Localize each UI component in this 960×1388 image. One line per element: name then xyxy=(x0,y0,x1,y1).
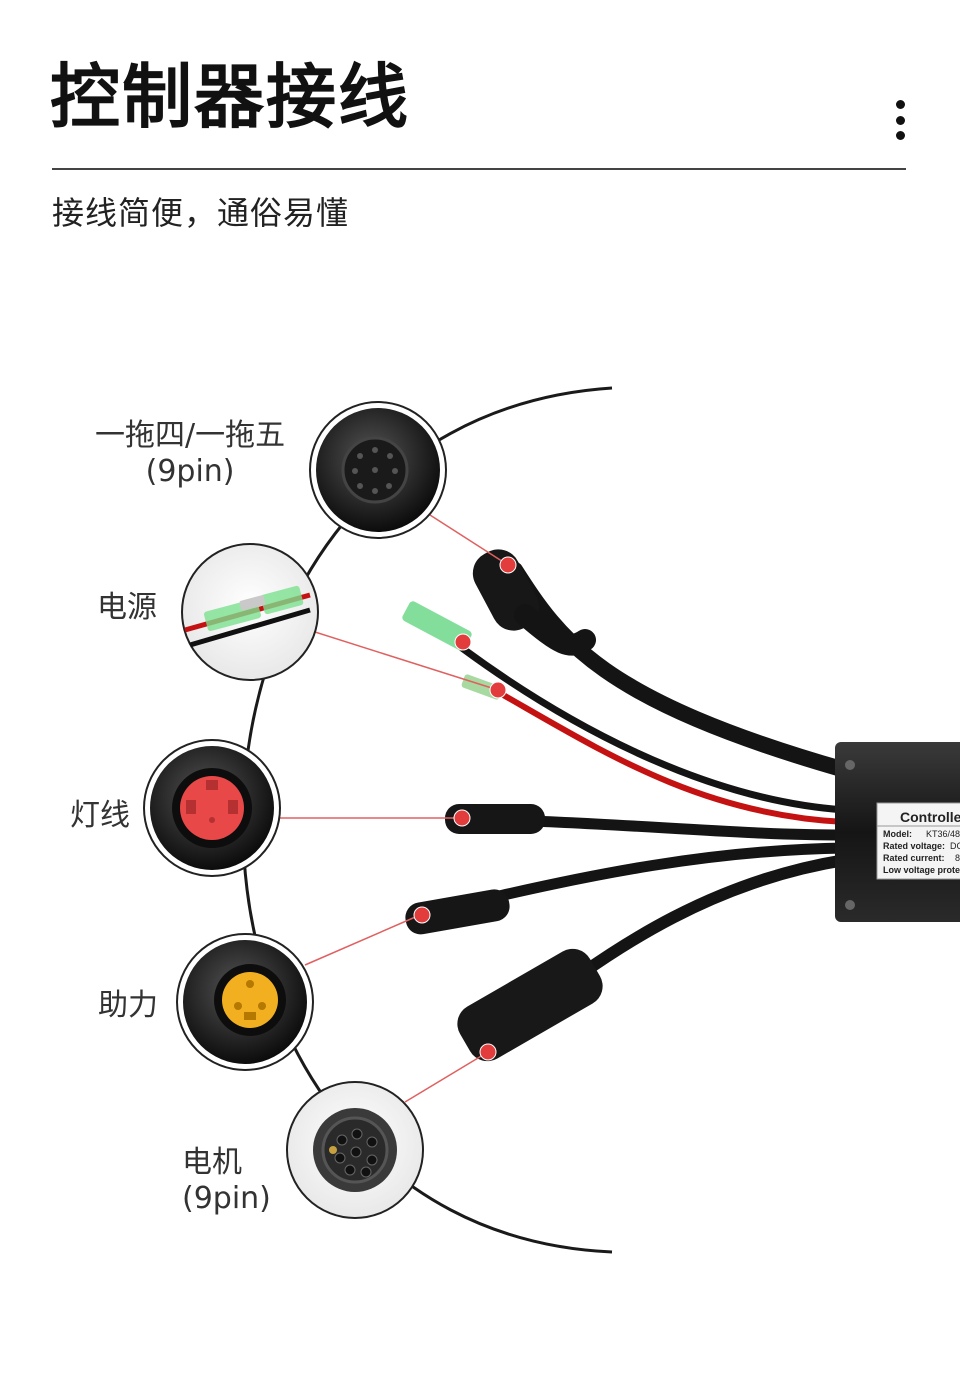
light-connector-photo xyxy=(143,739,281,877)
label-display-line2: (9pin) xyxy=(145,454,235,489)
controller-spec-model: Model: xyxy=(883,829,912,839)
pointer-dots xyxy=(413,556,517,1061)
page-subtitle: 接线简便，通俗易懂 xyxy=(52,194,350,232)
header-divider xyxy=(52,168,906,170)
controller-value-voltage: DC xyxy=(950,841,960,851)
cable-bundle xyxy=(414,562,853,1026)
pointer-lines xyxy=(280,514,509,1103)
more-options-icon[interactable] xyxy=(890,100,910,140)
motor-connector-photo xyxy=(286,1081,424,1219)
label-motor-line1: 电机 xyxy=(182,1145,242,1180)
label-assist-connector: 助力 xyxy=(98,988,158,1023)
light-plug xyxy=(445,804,545,834)
assist-plug xyxy=(405,889,510,935)
assist-connector-photo xyxy=(176,933,314,1071)
red-power-wire xyxy=(496,689,846,825)
label-motor-connector: 电机 (9pin) xyxy=(182,1145,271,1217)
controller-spec-lowvoltage: Low voltage prote xyxy=(883,865,960,875)
power-connector-photo xyxy=(181,543,319,681)
label-motor-line2: (9pin) xyxy=(182,1181,271,1216)
controller-value-current: 8 xyxy=(955,853,960,863)
controller-brand-label: Controlle xyxy=(900,809,960,825)
controller-spec-current: Rated current: xyxy=(883,853,945,863)
display-connector-photo xyxy=(309,401,447,539)
page-title: 控制器接线 xyxy=(50,56,410,138)
label-power-connector: 电源 xyxy=(97,590,157,625)
label-light-connector: 灯线 xyxy=(70,798,130,833)
label-display-line1: 一拖四/一拖五 xyxy=(95,418,286,453)
display-plug-tail xyxy=(514,604,596,656)
power-terminal-green xyxy=(402,601,472,651)
label-display-connector: 一拖四/一拖五 (9pin) xyxy=(95,418,285,490)
controller-spec-voltage: Rated voltage: xyxy=(883,841,945,851)
controller-value-model: KT36/48S xyxy=(926,829,960,839)
motor-plug xyxy=(457,948,603,1062)
controller-box xyxy=(835,742,960,922)
